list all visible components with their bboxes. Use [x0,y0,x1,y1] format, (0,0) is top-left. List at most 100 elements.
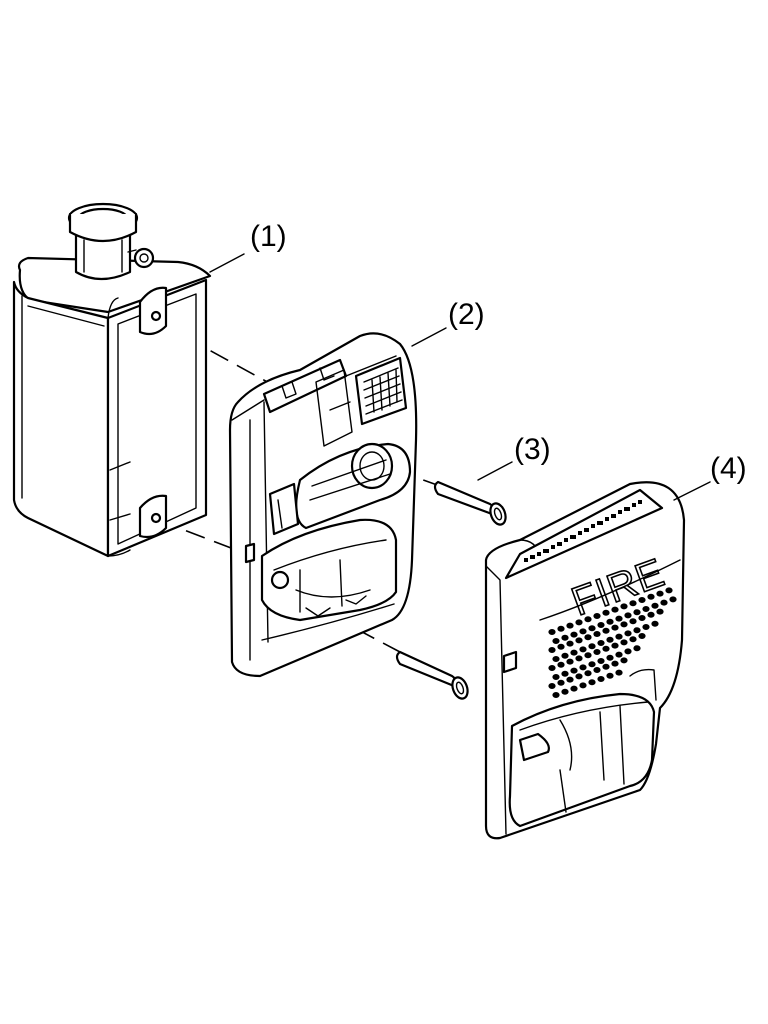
speaker-hole [633,645,641,652]
callout-label-3: (3) [514,433,551,466]
callout-1: (1) [209,220,287,273]
speaker-hole [552,638,560,644]
callout-label-4: (4) [710,452,747,485]
speaker-hole [548,647,556,653]
speaker-hole [588,643,596,650]
speaker-hole [620,603,628,610]
speaker-hole [651,602,659,609]
speaker-hole [638,615,646,621]
speaker-hole [570,685,578,692]
speaker-hole [656,590,664,597]
speaker-hole [588,661,596,668]
callout-4: (4) [673,452,747,501]
speaker-hole [624,648,632,655]
speaker-hole [597,640,605,646]
speaker-hole [642,624,650,630]
speaker-hole [566,658,574,665]
speaker-hole [557,679,565,686]
speaker-hole [611,642,619,649]
speaker-hole [579,664,587,671]
speaker-hole [647,593,655,600]
speaker-hole [633,627,641,634]
speaker-hole [588,625,596,632]
speaker-hole [633,609,641,616]
callout-label-1: (1) [250,220,287,253]
speaker-hole [642,606,650,612]
speaker-hole [624,630,632,637]
speaker-hole [656,608,664,615]
warning-text-band [524,500,642,562]
speaker-hole [584,634,592,641]
speaker-hole [615,633,623,640]
speaker-hole [593,649,601,655]
speaker-hole [602,663,610,670]
speaker-hole [570,667,578,674]
speaker-hole [575,637,583,644]
mounting-plate [228,332,418,678]
speaker-hole [548,683,556,689]
speaker-hole [557,625,565,632]
speaker-hole [552,674,560,680]
speaker-hole [557,643,565,650]
speaker-hole [602,609,610,616]
speaker-hole [606,654,614,661]
speaker-hole [620,657,628,664]
speaker-hole [548,665,556,671]
speaker-hole [548,629,556,635]
speaker-hole [584,670,592,677]
speaker-hole [602,627,610,634]
speaker-hole [566,676,574,683]
speaker-hole [611,606,619,613]
speaker-hole [620,639,628,646]
speaker-hole [615,669,623,676]
speaker-hole [575,655,583,662]
speaker-hole [629,618,637,625]
speaker-hole [575,673,583,680]
callout-label-2: (2) [448,298,485,331]
vent-grid [363,367,403,415]
callout-3: (3) [477,433,551,481]
speaker-hole [561,688,569,695]
speaker-hole [552,656,560,662]
speaker-hole [552,692,560,698]
speaker-hole [579,628,587,635]
speaker-hole [593,613,601,619]
speaker-hole [597,622,605,628]
screw-lower [395,650,469,700]
speaker-hole [638,633,646,639]
speaker-hole [579,646,587,653]
callout-2: (2) [411,298,485,347]
speaker-hole [615,615,623,622]
speaker-hole [606,672,614,679]
speaker-hole [620,621,628,628]
speaker-hole [629,636,637,643]
speaker-hole [660,599,668,606]
speaker-hole [624,612,632,619]
speaker-hole [593,667,601,673]
speaker-hole [566,622,574,629]
speaker-hole [597,676,605,682]
speaker-hole [602,645,610,652]
speaker-hole [629,600,637,607]
speaker-hole [557,661,565,668]
fire-cover-plate: FIRE [484,481,686,840]
speaker-hole [588,679,596,686]
speaker-hole [570,631,578,638]
speaker-hole [597,658,605,664]
speaker-hole [584,652,592,659]
speaker-hole [611,624,619,631]
speaker-hole [561,634,569,641]
speaker-hole [584,616,592,623]
speaker-grille [548,587,677,698]
screw-upper [433,480,507,526]
speaker-hole [606,636,614,643]
speaker-hole [651,620,659,627]
speaker-hole [669,596,677,603]
speaker-hole [579,682,587,689]
speaker-hole [615,651,623,658]
back-box [12,202,212,558]
speaker-hole [593,631,601,637]
speaker-hole [561,652,569,659]
speaker-hole [566,640,574,647]
